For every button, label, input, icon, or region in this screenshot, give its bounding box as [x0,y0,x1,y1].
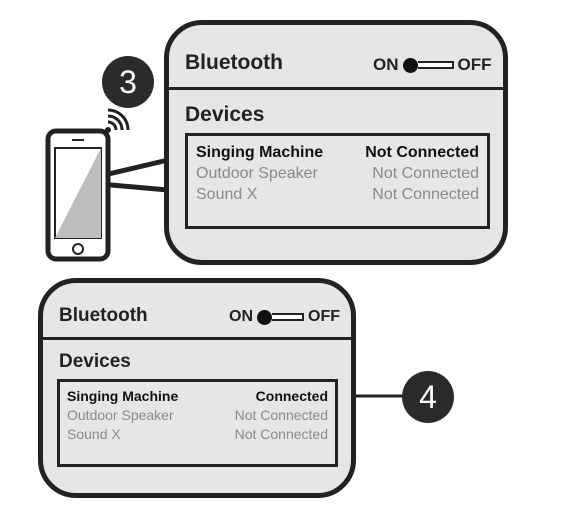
bluetooth-toggle[interactable]: ON OFF [373,55,492,75]
device-list: Singing Machine Connected Outdoor Speake… [57,379,338,467]
toggle-off-label: OFF [457,55,492,74]
device-status: Not Connected [372,165,479,182]
step-4-number: 4 [419,378,437,415]
device-name: Sound X [196,186,258,203]
toggle-on-label: ON [373,55,399,74]
device-row[interactable]: Outdoor Speaker Not Connected [196,165,479,185]
panel-divider [43,337,351,340]
device-row[interactable]: Outdoor Speaker Not Connected [67,407,328,426]
toggle-track [272,313,304,321]
device-status: Not Connected [234,426,328,442]
toggle-off-label: OFF [308,308,340,325]
device-status: Connected [255,388,328,404]
devices-title: Devices [59,351,131,372]
device-status: Not Connected [372,186,479,203]
toggle-track [417,61,454,69]
panel-divider [169,87,503,90]
step-3-badge: 3 [102,56,154,108]
device-list: Singing Machine Not Connected Outdoor Sp… [185,133,490,229]
device-status: Not Connected [234,407,328,423]
toggle-knob [257,309,272,325]
step-3-number: 3 [119,63,137,100]
step-4-badge: 4 [402,371,454,423]
device-name: Outdoor Speaker [196,165,318,182]
bluetooth-title: Bluetooth [185,51,283,74]
device-status: Not Connected [365,144,479,161]
device-name: Singing Machine [196,144,324,161]
device-name: Outdoor Speaker [67,407,174,423]
bluetooth-title: Bluetooth [59,305,148,326]
device-row[interactable]: Singing Machine Connected [67,388,328,407]
bluetooth-toggle[interactable]: ON OFF [229,308,340,326]
device-row[interactable]: Sound X Not Connected [196,186,479,206]
bluetooth-panel-top: Bluetooth ON OFF Devices Singing Machine… [164,20,508,265]
device-name: Sound X [67,426,121,442]
bluetooth-panel-bottom: Bluetooth ON OFF Devices Singing Machine… [38,278,356,498]
device-row[interactable]: Sound X Not Connected [67,426,328,445]
device-row[interactable]: Singing Machine Not Connected [196,144,479,164]
devices-title: Devices [185,103,265,126]
toggle-knob [402,57,418,73]
toggle-on-label: ON [229,308,253,325]
device-name: Singing Machine [67,388,179,404]
callout-connector [97,157,171,193]
